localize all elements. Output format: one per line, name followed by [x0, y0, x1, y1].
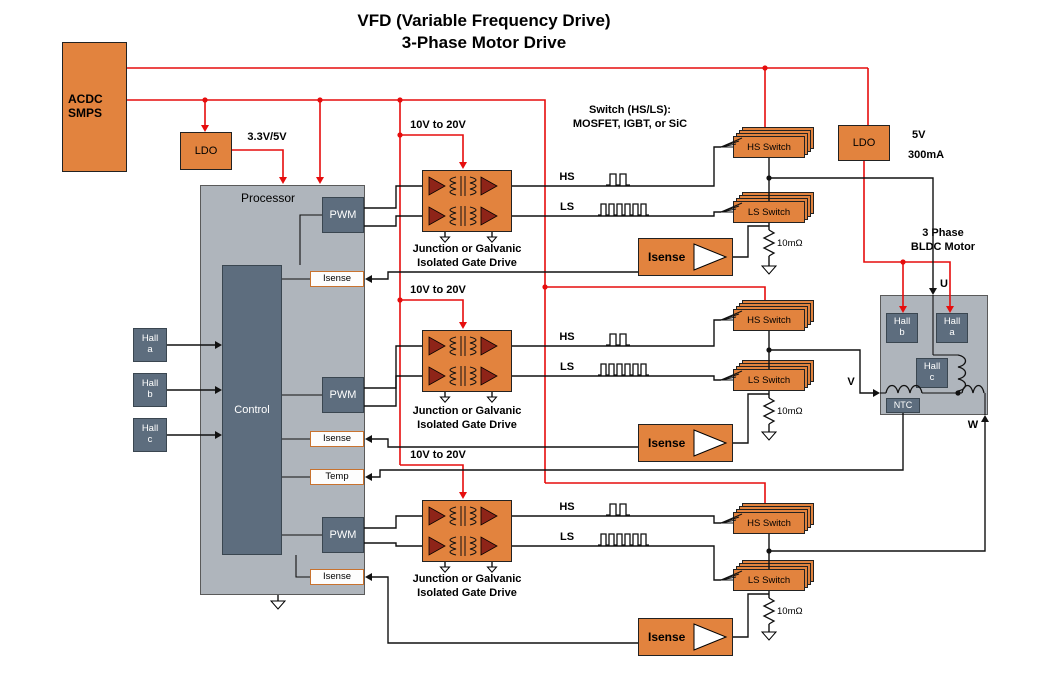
motor-hall-a: Hall a [936, 313, 968, 343]
motor-caption: 3 Phase BLDC Motor [910, 227, 976, 253]
ls-switch-label: LS Switch [733, 569, 805, 591]
isense-amp-block-2: Isense [638, 424, 733, 462]
control-block: Control [222, 265, 282, 555]
ls-switch-stack-1: LS Switch [733, 192, 815, 224]
ls-switch-label: LS Switch [733, 369, 805, 391]
shunt-label-3: 10mΩ [777, 605, 803, 617]
isense-input-box-3: Isense [310, 569, 364, 585]
ls-label-1: LS [559, 201, 575, 214]
hall-a-input-block: Hall a [133, 328, 167, 362]
temp-input-box: Temp [310, 469, 364, 485]
hall-c-input-block: Hall c [133, 418, 167, 452]
gate-drive-block-3 [422, 500, 512, 562]
motor-hall-b: Hall b [886, 313, 918, 343]
acdc-smps-block: ACDC SMPS [62, 42, 127, 172]
hall-b-input-block: Hall b [133, 373, 167, 407]
isense-input-box-1: Isense [310, 271, 364, 287]
rail-3v3-5v-label: 3.3V/5V [247, 130, 287, 143]
ls-switch-stack-3: LS Switch [733, 560, 815, 592]
hs-switch-label: HS Switch [733, 512, 805, 534]
gate-supply-label-3: 10V to 20V [410, 449, 466, 462]
pwm-block-1: PWM [322, 197, 364, 233]
isense-amp-label: Isense [648, 630, 686, 644]
pwm-block-2: PWM [322, 377, 364, 413]
phase-w-label: W [967, 418, 979, 431]
gate-drive-block-1 [422, 170, 512, 232]
ldo-right-block: LDO [838, 125, 890, 161]
isense-input-box-2: Isense [310, 431, 364, 447]
ls-label-2: LS [559, 361, 575, 374]
phase-v-label: V [847, 375, 855, 388]
processor-label: Processor [240, 191, 296, 205]
rail-5v-label: 5V [912, 129, 926, 142]
isense-amp-label: Isense [648, 436, 686, 450]
hs-label-2: HS [559, 331, 575, 344]
hs-label-3: HS [559, 501, 575, 514]
gate-drive-block-2 [422, 330, 512, 392]
shunt-label-2: 10mΩ [777, 405, 803, 417]
ls-label-3: LS [559, 531, 575, 544]
ldo-left-block: LDO [180, 132, 232, 170]
hs-label-1: HS [559, 171, 575, 184]
gate-drive-caption-3: Junction or Galvanic Isolated Gate Drive [412, 573, 522, 599]
diagram-title-line2: 3-Phase Motor Drive [401, 33, 567, 53]
gate-supply-label-2: 10V to 20V [410, 284, 466, 297]
shunt-label-1: 10mΩ [777, 237, 803, 249]
ls-switch-label: LS Switch [733, 201, 805, 223]
hs-switch-label: HS Switch [733, 136, 805, 158]
rail-300ma-label: 300mA [908, 149, 945, 162]
diagram-title-line1: VFD (Variable Frequency Drive) [357, 11, 611, 31]
switch-heading: Switch (HS/LS): MOSFET, IGBT, or SiC [572, 104, 688, 130]
hs-switch-stack-3: HS Switch [733, 503, 815, 535]
phase-u-label: U [940, 277, 948, 290]
motor-hall-c: Hall c [916, 358, 948, 388]
gate-supply-label-1: 10V to 20V [410, 119, 466, 132]
hs-switch-label: HS Switch [733, 309, 805, 331]
isense-amp-label: Isense [648, 250, 686, 264]
isense-amp-block-3: Isense [638, 618, 733, 656]
pwm-block-3: PWM [322, 517, 364, 553]
hs-switch-stack-2: HS Switch [733, 300, 815, 332]
isense-amp-block-1: Isense [638, 238, 733, 276]
ntc-block: NTC [886, 398, 920, 413]
hs-switch-stack-1: HS Switch [733, 127, 815, 159]
gate-drive-caption-1: Junction or Galvanic Isolated Gate Drive [412, 243, 522, 269]
ls-switch-stack-2: LS Switch [733, 360, 815, 392]
gate-drive-caption-2: Junction or Galvanic Isolated Gate Drive [412, 405, 522, 431]
